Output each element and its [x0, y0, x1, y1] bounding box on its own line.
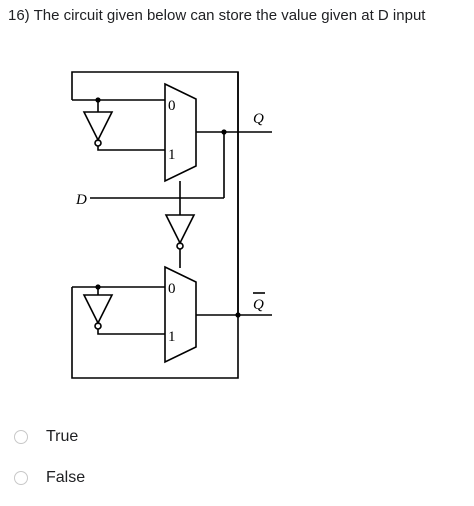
- q-label: Q: [253, 111, 264, 127]
- bottom-inverter: [82, 294, 114, 325]
- mux-top-label-0: 0: [168, 98, 176, 114]
- wire-top-inverter-out: [97, 146, 165, 151]
- d-label: D: [75, 192, 87, 208]
- junction-q: [221, 129, 227, 135]
- junction-qbar: [235, 312, 241, 318]
- radio-true[interactable]: [14, 430, 28, 444]
- bottom-mux: [164, 265, 197, 364]
- option-false-label: False: [46, 469, 86, 486]
- top-mux: [164, 82, 197, 183]
- option-true-label: True: [46, 428, 79, 445]
- circuit-diagram: 0 1 0 1 D Q Q: [71, 71, 272, 379]
- top-inverter: [82, 111, 114, 142]
- mux-top-label-1: 1: [168, 147, 176, 163]
- option-false[interactable]: False: [14, 468, 85, 488]
- radio-false[interactable]: [14, 471, 28, 485]
- mux-bottom-label-1: 1: [168, 329, 176, 345]
- qbar-label: Q: [253, 297, 264, 313]
- question-text: 16) The circuit given below can store th…: [8, 7, 426, 24]
- option-true[interactable]: True: [14, 427, 78, 447]
- junction-top: [95, 97, 101, 103]
- mux-bottom-label-0: 0: [168, 281, 176, 297]
- junction-bottom: [95, 284, 101, 290]
- wire-top-loop: [71, 71, 239, 379]
- middle-inverter: [164, 214, 196, 245]
- wire-bottom-inverter-out: [97, 329, 165, 335]
